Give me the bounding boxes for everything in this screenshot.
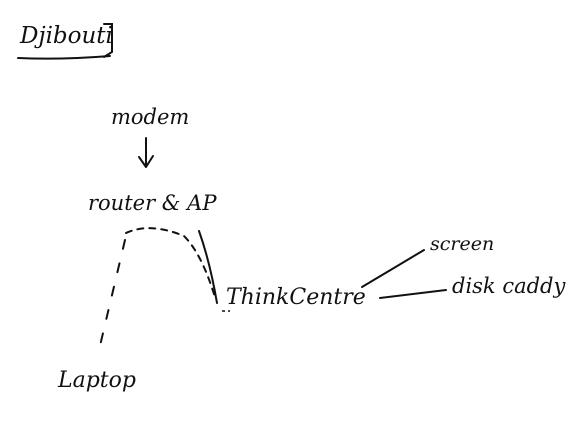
thinkcentre-to-disk-caddy-link (379, 289, 447, 299)
thinkcentre-label: ThinkCentre (226, 285, 366, 310)
router-to-thinkcentre-wireless-link (125, 227, 217, 301)
thinkcentre-to-screen-link (361, 249, 425, 288)
title-underline (17, 55, 111, 60)
router-to-laptop-wireless-link (98, 239, 126, 351)
laptop-label: Laptop (57, 368, 136, 393)
router-ap-label: router & AP (88, 191, 217, 215)
screen-label: screen (430, 233, 494, 255)
title-bracket (103, 23, 113, 58)
disk-caddy-label: disk caddy (452, 274, 567, 298)
diagram-title: Djibouti (19, 23, 113, 49)
modem-label: modem (111, 105, 189, 129)
router-to-thinkcentre-wired-link (198, 230, 218, 304)
modem-to-router-arrow (138, 137, 154, 168)
